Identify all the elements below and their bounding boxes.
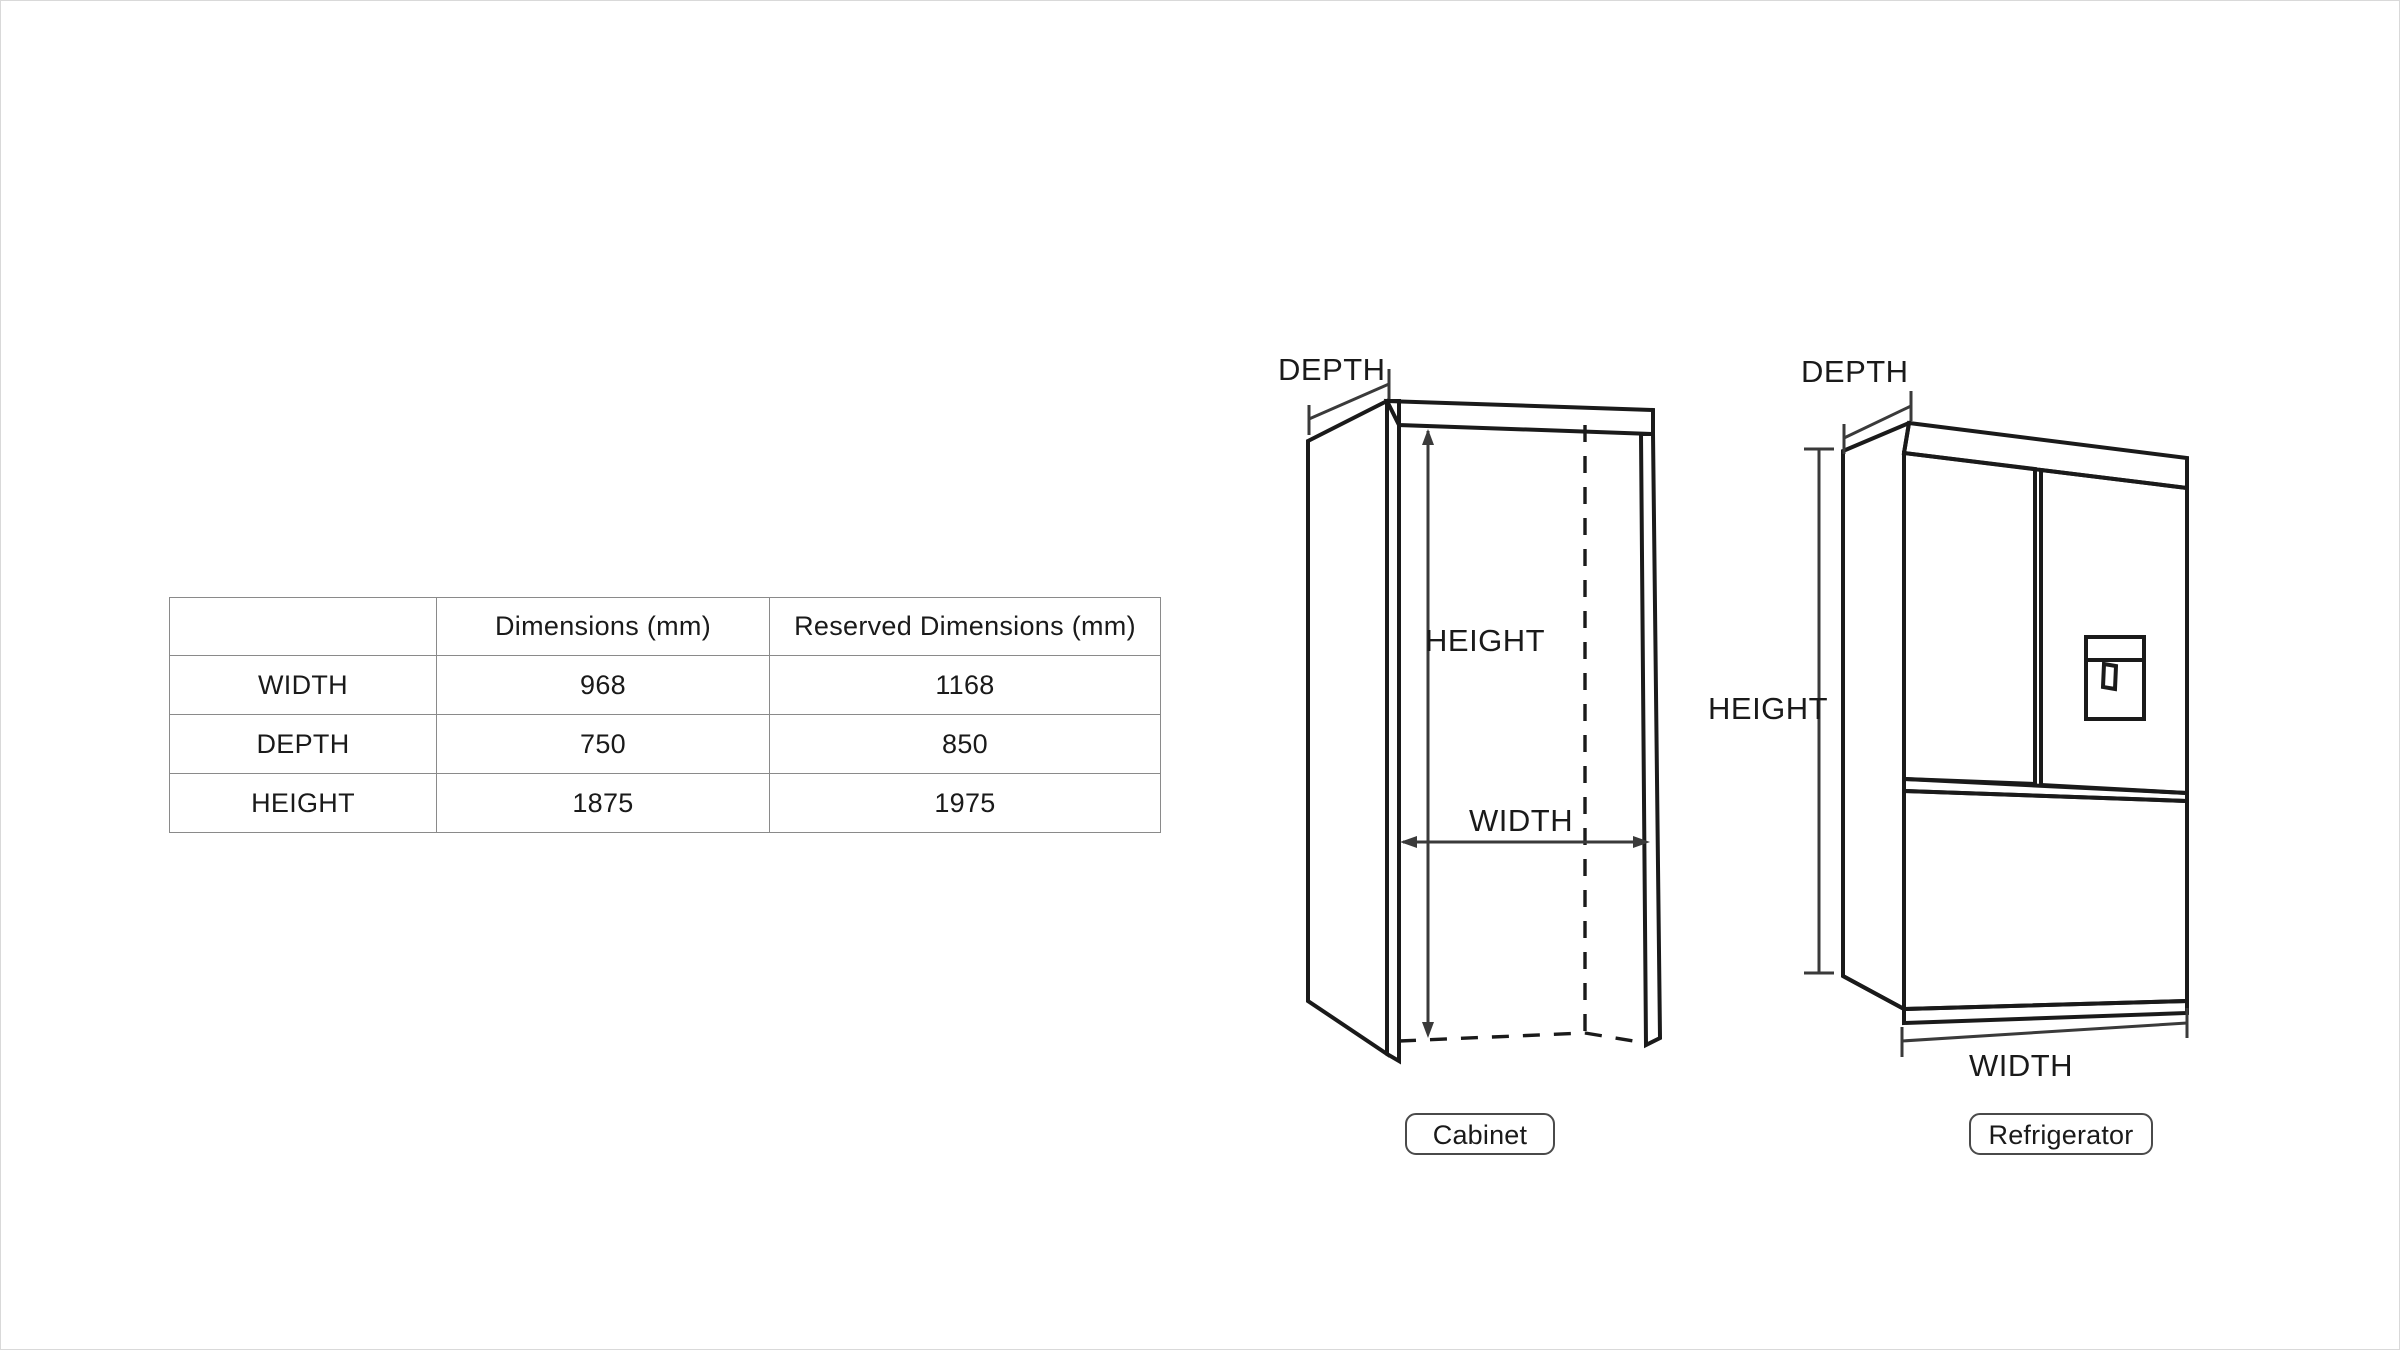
cell-height-reserved: 1975: [769, 773, 1161, 833]
refrigerator-depth-label: DEPTH: [1801, 354, 1909, 389]
refrigerator-width-dimension: [1900, 1008, 2189, 1057]
table-row: HEIGHT 1875 1975: [169, 773, 1161, 833]
refrigerator-depth-dimension: [1842, 391, 1913, 454]
row-label-depth: DEPTH: [169, 714, 437, 774]
cabinet-width-label: WIDTH: [1469, 803, 1573, 838]
cabinet-height-label: HEIGHT: [1425, 623, 1545, 658]
caption-refrigerator: Refrigerator: [1969, 1113, 2153, 1155]
cabinet-left-panel-edge: [1385, 399, 1401, 1065]
cabinet-right-panel: [1638, 432, 1663, 1049]
dimensions-table: Dimensions (mm) Reserved Dimensions (mm)…: [169, 597, 1161, 833]
refrigerator-width-label: WIDTH: [1969, 1048, 2073, 1083]
cabinet-top-panel: [1383, 398, 1655, 437]
refrigerator-divider-band: [1902, 776, 2189, 804]
row-label-width: WIDTH: [169, 655, 437, 715]
cell-width-dimension: 968: [436, 655, 770, 715]
cell-depth-reserved: 850: [769, 714, 1161, 774]
table-header-corner: [169, 597, 437, 656]
cabinet-depth-dimension: [1307, 369, 1391, 435]
cell-depth-dimension: 750: [436, 714, 770, 774]
table-header-reserved-dimensions: Reserved Dimensions (mm): [769, 597, 1161, 656]
cell-height-dimension: 1875: [436, 773, 770, 833]
refrigerator-height-dimension: [1804, 447, 1834, 975]
refrigerator-freezer-drawer: [1902, 788, 2189, 1012]
cabinet-width-dimension: [1400, 836, 1650, 848]
cabinet-height-dimension: [1422, 429, 1434, 1038]
cabinet-left-panel: [1306, 397, 1389, 1058]
table-header-dimensions: Dimensions (mm): [436, 597, 770, 656]
refrigerator-water-dispenser: [2084, 635, 2146, 721]
refrigerator-height-label: HEIGHT: [1708, 691, 1828, 726]
table-row: DEPTH 750 850: [169, 714, 1161, 774]
refrigerator-top: [1901, 420, 2189, 491]
refrigerator-diagram: DEPTH HEIGHT WIDTH: [1708, 354, 2189, 1083]
table-header-row: Dimensions (mm) Reserved Dimensions (mm): [169, 597, 1161, 656]
refrigerator-upper-left-door: [1902, 450, 2037, 787]
refrigerator-base-edge: [1842, 974, 2189, 1026]
cabinet-hidden-lines: [1398, 425, 1647, 1045]
table-row: WIDTH 968 1168: [169, 655, 1161, 715]
refrigerator-left-side: [1841, 419, 1912, 1013]
caption-cabinet: Cabinet: [1405, 1113, 1555, 1155]
refrigerator-upper-right-door: [2039, 467, 2189, 796]
row-label-height: HEIGHT: [169, 773, 437, 833]
cell-width-reserved: 1168: [769, 655, 1161, 715]
cabinet-depth-label: DEPTH: [1278, 352, 1386, 387]
cabinet-diagram: DEPTH HEIGHT WIDTH: [1278, 352, 1663, 1065]
